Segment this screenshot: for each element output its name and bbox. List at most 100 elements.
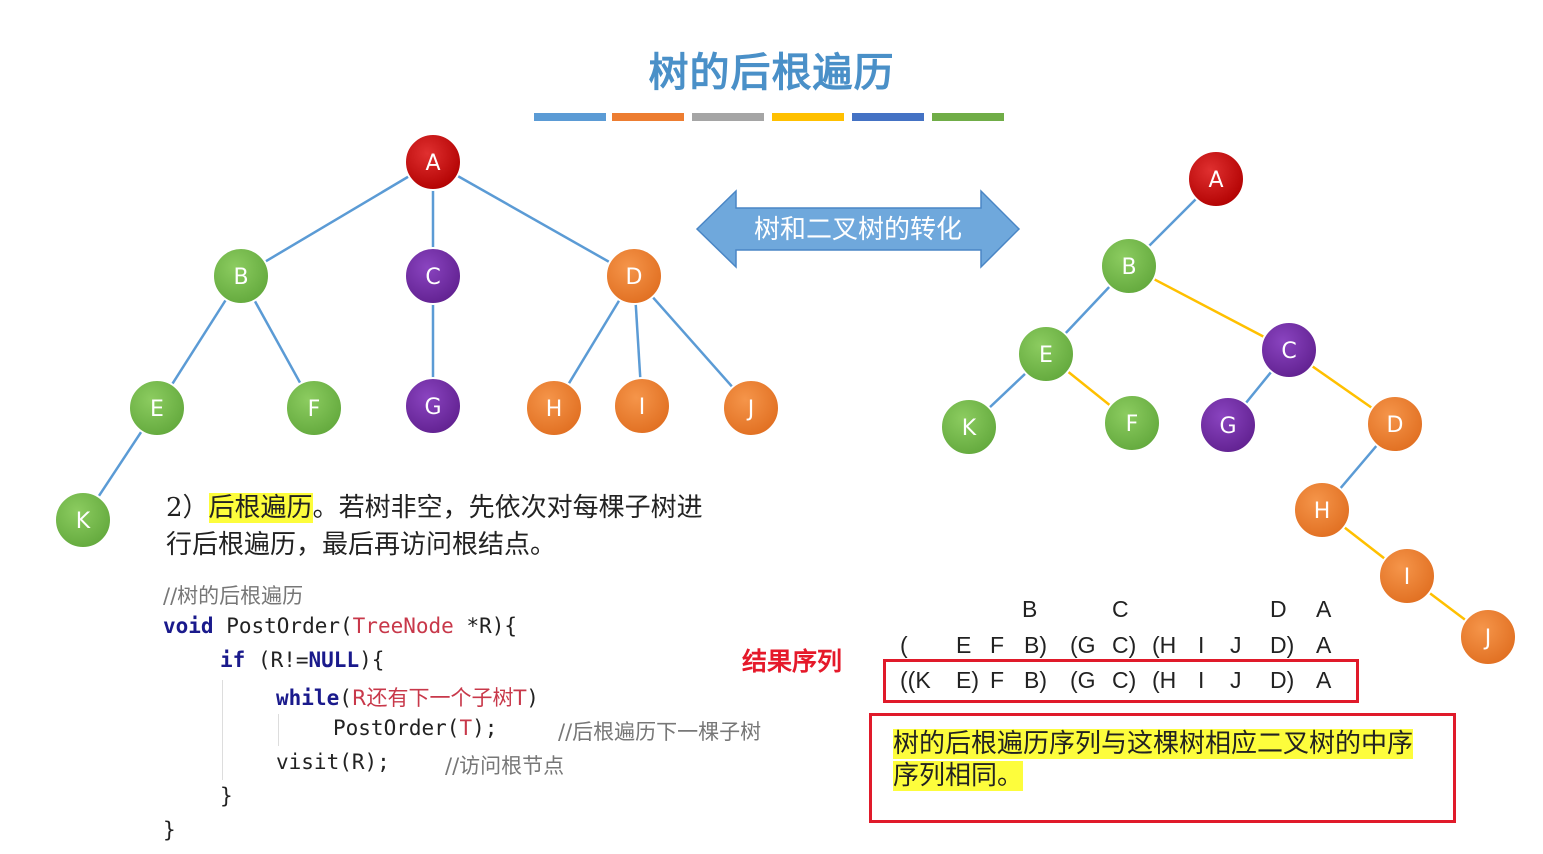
description-prefix: 2）: [166, 493, 209, 523]
color-bar-6: [932, 113, 1004, 121]
seq-row3-item: D): [1270, 667, 1295, 693]
svg-text:E: E: [150, 397, 164, 422]
svg-text:K: K: [962, 416, 977, 441]
svg-text:A: A: [425, 151, 440, 176]
node-f: F: [285, 379, 343, 437]
node-b: B: [212, 247, 270, 305]
svg-text:E: E: [1039, 343, 1053, 368]
node-j: J: [722, 379, 780, 437]
seq-row2-item: (H: [1152, 632, 1177, 658]
svg-text:I: I: [1404, 565, 1411, 590]
seq-row2-item: J: [1230, 632, 1242, 658]
code-line-5-comment: //访问根节点: [445, 754, 565, 778]
seq-row3-item: F: [990, 667, 1005, 693]
double-arrow-icon: 树和二叉树的转化: [695, 189, 1021, 269]
seq-row3-item: J: [1230, 667, 1242, 693]
svg-text:H: H: [546, 397, 563, 422]
color-bar-2: [612, 113, 684, 121]
indent-guide: [222, 680, 223, 780]
arrow-label: 树和二叉树的转化: [754, 215, 962, 245]
bt-node-f: F: [1103, 394, 1161, 452]
node-i: I: [613, 377, 671, 435]
node-d: D: [605, 247, 663, 305]
seq-row1-a: A: [1316, 596, 1332, 622]
code-line-3: while(R还有下一个子树T): [276, 686, 539, 710]
svg-text:B: B: [233, 265, 248, 290]
seq-row2-item: D): [1270, 632, 1295, 658]
svg-text:B: B: [1121, 255, 1136, 280]
seq-row3-item: C): [1112, 667, 1137, 693]
svg-text:G: G: [1219, 414, 1236, 439]
seq-row3-item: (G: [1070, 667, 1096, 693]
svg-text:K: K: [76, 509, 91, 534]
description-text: 。若树非空，先依次对每棵子树进行后根遍历，最后再访问根结点。: [166, 493, 703, 560]
node-g: G: [404, 377, 462, 435]
svg-text:D: D: [626, 265, 643, 290]
seq-row3-item: B): [1024, 667, 1047, 693]
seq-row2-item: I: [1198, 632, 1205, 658]
svg-text:I: I: [639, 395, 646, 420]
svg-text:F: F: [1126, 412, 1139, 437]
conclusion-box: [869, 713, 1456, 823]
seq-row2-item: (: [900, 632, 908, 658]
color-bar-3: [692, 113, 764, 121]
bt-node-k: K: [940, 398, 998, 456]
code-line-1: void PostOrder(TreeNode *R){: [163, 614, 518, 638]
page-title: 树的后根遍历: [648, 49, 895, 96]
code-line-4-comment: //后根遍历下一棵子树: [558, 720, 762, 744]
bt-node-d: D: [1366, 395, 1424, 453]
svg-text:J: J: [1483, 626, 1492, 651]
seq-row1-d: D: [1270, 596, 1287, 622]
node-c: C: [404, 247, 462, 305]
svg-text:A: A: [1208, 168, 1223, 193]
seq-row2-item: F: [990, 632, 1005, 658]
color-bar-1: [534, 113, 606, 121]
indent-guide: [278, 714, 279, 746]
bt-node-a: A: [1187, 150, 1245, 208]
seq-row2-item: C): [1112, 632, 1137, 658]
seq-row3-item: ((K: [900, 667, 931, 693]
seq-row3-item: E): [956, 667, 979, 693]
code-line-6: }: [220, 784, 233, 808]
description-highlight: 后根遍历: [208, 493, 313, 523]
result-label: 结果序列: [742, 647, 843, 676]
svg-text:H: H: [1314, 499, 1331, 524]
bt-node-c: C: [1260, 321, 1318, 379]
bt-node-j: J: [1459, 608, 1517, 666]
svg-text:F: F: [308, 397, 321, 422]
traversal-description: 2）后根遍历。若树非空，先依次对每棵子树进行后根遍历，最后再访问根结点。: [166, 490, 726, 564]
seq-row1-c: C: [1112, 596, 1129, 622]
svg-text:C: C: [1281, 339, 1296, 364]
node-e: E: [128, 379, 186, 437]
conclusion-text: 树的后根遍历序列与这棵树相应二叉树的中序序列相同。: [893, 729, 1414, 791]
seq-row1-b: B: [1022, 596, 1038, 622]
node-a: A: [404, 133, 462, 191]
bt-node-e: E: [1017, 325, 1075, 383]
left-tree-nodes: A B C D E F G H I J K: [54, 133, 780, 549]
node-h: H: [525, 379, 583, 437]
result-sequence-box: [883, 659, 1359, 703]
seq-row3-item: (H: [1152, 667, 1177, 693]
code-line-2: if (R!=NULL){: [220, 648, 385, 672]
seq-row2-item: (G: [1070, 632, 1096, 658]
left-tree-edges: [81, 160, 752, 521]
seq-row3-item: I: [1198, 667, 1205, 693]
color-bar-5: [852, 113, 924, 121]
svg-text:G: G: [424, 395, 441, 420]
seq-row2-item: B): [1024, 632, 1047, 658]
svg-text:J: J: [746, 397, 755, 422]
code-line-4: PostOrder(T);: [333, 716, 498, 740]
bt-node-i: I: [1378, 547, 1436, 605]
svg-text:C: C: [425, 265, 440, 290]
code-line-7: }: [163, 818, 176, 842]
bt-node-g: G: [1199, 396, 1257, 454]
code-line-5: visit(R);: [276, 750, 390, 774]
seq-row2-item: A: [1316, 632, 1332, 658]
bt-node-b: B: [1100, 237, 1158, 295]
seq-row2-item: E: [956, 632, 972, 658]
right-tree-nodes: A B E C K F G D H I J: [940, 150, 1517, 666]
seq-row3-item: A: [1316, 667, 1332, 693]
code-comment-title: //树的后根遍历: [163, 584, 304, 608]
bt-node-h: H: [1293, 481, 1351, 539]
